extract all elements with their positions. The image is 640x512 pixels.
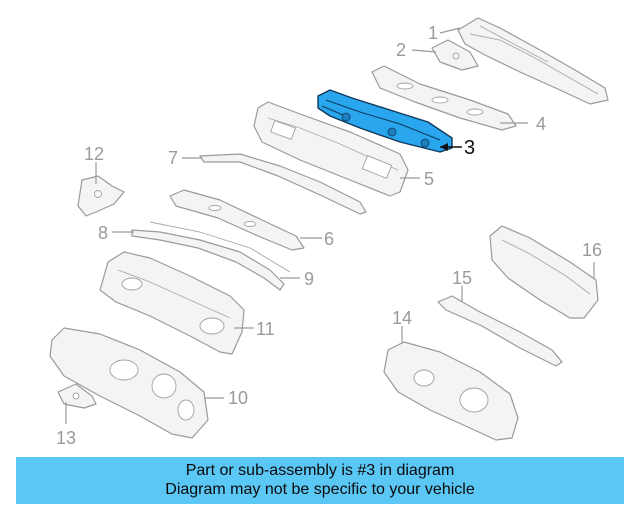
- callout-2[interactable]: 2: [396, 40, 406, 60]
- part-7-seal-strip[interactable]: [199, 153, 367, 215]
- callout-12[interactable]: 12: [84, 144, 104, 164]
- part-11-dash-panel[interactable]: [99, 251, 245, 355]
- callout-3[interactable]: 3: [464, 137, 475, 159]
- callout-16[interactable]: 16: [582, 240, 602, 260]
- part-5-plenum-panel[interactable]: [253, 101, 409, 197]
- part-13-bracket[interactable]: [57, 383, 97, 409]
- parts-diagram: 1 2 3 4 5 6 7 8 9 10 11 12 13 14 15 16: [49, 17, 609, 448]
- part-15-bar[interactable]: [437, 295, 563, 367]
- part-6-panel[interactable]: [169, 189, 305, 251]
- callout-11[interactable]: 11: [256, 319, 275, 339]
- callout-15[interactable]: 15: [452, 268, 472, 288]
- banner-line-2: Diagram may not be specific to your vehi…: [165, 481, 475, 498]
- part-4-cowl-vent-panel[interactable]: [371, 65, 517, 131]
- callout-8[interactable]: 8: [98, 223, 108, 243]
- part-10-dash-insulator[interactable]: [49, 327, 209, 439]
- part-8-seal[interactable]: [131, 221, 291, 291]
- part-12-bracket[interactable]: [77, 175, 125, 217]
- part-2-bracket[interactable]: [431, 39, 479, 71]
- callout-1[interactable]: 1: [428, 23, 438, 43]
- info-banner: Part or sub-assembly is #3 in diagram Di…: [16, 457, 624, 504]
- callout-7[interactable]: 7: [168, 148, 178, 168]
- leader-1: [439, 27, 461, 34]
- part-16-side-panel[interactable]: [489, 225, 599, 319]
- callout-9[interactable]: 9: [304, 269, 314, 289]
- part-1-cowl-panel[interactable]: [457, 17, 609, 105]
- callout-4[interactable]: 4: [536, 114, 546, 134]
- callout-5[interactable]: 5: [424, 169, 434, 189]
- callout-6[interactable]: 6: [324, 229, 334, 249]
- leader-2: [411, 49, 437, 53]
- leader-lines: [65, 27, 595, 424]
- part-3-highlighted-reinforcement[interactable]: [317, 89, 453, 153]
- callout-10[interactable]: 10: [228, 388, 248, 408]
- banner-line-1: Part or sub-assembly is #3 in diagram: [185, 462, 455, 479]
- callout-14[interactable]: 14: [392, 308, 412, 328]
- callout-13[interactable]: 13: [56, 428, 76, 448]
- part-14-insulator[interactable]: [383, 341, 519, 441]
